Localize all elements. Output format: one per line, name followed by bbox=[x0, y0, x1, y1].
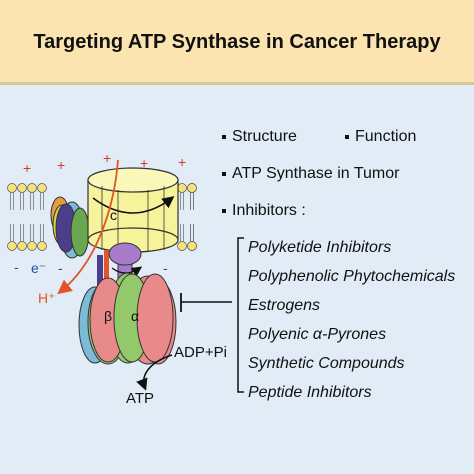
bullet-tumor bbox=[222, 172, 226, 176]
bullet-structure bbox=[222, 135, 226, 139]
product-label: ATP bbox=[126, 390, 155, 407]
lipid-head bbox=[37, 183, 47, 193]
proton-label: H⁺ bbox=[38, 290, 56, 306]
inhibitor-item: Polyphenolic Phytochemicals bbox=[248, 268, 456, 285]
minus-charge-2: - bbox=[58, 260, 63, 276]
plus-charge-5: + bbox=[178, 154, 187, 170]
lipid-head bbox=[27, 183, 37, 193]
membrane-bilayer bbox=[7, 183, 197, 251]
topic-function: Function bbox=[355, 128, 417, 145]
bullet-function bbox=[345, 135, 349, 139]
lipid-head bbox=[177, 241, 187, 251]
lipid-head bbox=[7, 183, 17, 193]
lipid-head bbox=[17, 241, 27, 251]
inhibitor-bracket bbox=[237, 237, 244, 393]
lipid-head bbox=[7, 241, 17, 251]
minus-charge-3: - bbox=[163, 260, 168, 276]
inhibitor-item: Synthetic Compounds bbox=[248, 355, 405, 372]
lipid-head bbox=[187, 241, 197, 251]
lipid-head bbox=[17, 183, 27, 193]
plus-charge-1: + bbox=[23, 160, 32, 176]
lipid-head bbox=[177, 183, 187, 193]
inhibition-marker bbox=[180, 293, 232, 312]
alpha-subunit-label: α bbox=[131, 308, 140, 324]
topic-inhibitors: Inhibitors : bbox=[232, 202, 306, 219]
proton-flow-arrow bbox=[57, 159, 119, 295]
f1-head bbox=[78, 272, 177, 365]
plus-charge-4: + bbox=[140, 155, 149, 171]
lipid-head bbox=[187, 183, 197, 193]
stator-subunits bbox=[50, 196, 90, 259]
bullet-inhibitors bbox=[222, 209, 226, 213]
inhibitor-item: Peptide Inhibitors bbox=[248, 384, 372, 401]
substrate-label: ADP+Pi bbox=[174, 344, 227, 361]
beta-subunit-label: β bbox=[104, 308, 113, 324]
reaction-arrow bbox=[136, 354, 173, 391]
c-ring bbox=[87, 167, 179, 253]
topic-tumor: ATP Synthase in Tumor bbox=[232, 165, 400, 182]
plus-charge-2: + bbox=[57, 157, 66, 173]
inhibitor-item: Polyketide Inhibitors bbox=[248, 239, 392, 256]
inhibitor-item: Estrogens bbox=[248, 297, 321, 314]
c-ring-label: c bbox=[110, 207, 117, 223]
topic-structure: Structure bbox=[232, 128, 297, 145]
content-panel bbox=[0, 85, 474, 474]
inhibitor-item: Polyenic α-Pyrones bbox=[248, 326, 387, 343]
title-banner: Targeting ATP Synthase in Cancer Therapy bbox=[0, 0, 474, 85]
plus-charge-3: + bbox=[103, 150, 112, 166]
figure-title: Targeting ATP Synthase in Cancer Therapy bbox=[33, 31, 441, 53]
electron-label: e⁻ bbox=[31, 260, 47, 276]
minus-charge-1: - bbox=[14, 259, 19, 275]
lipid-head bbox=[37, 241, 47, 251]
lipid-head bbox=[27, 241, 37, 251]
